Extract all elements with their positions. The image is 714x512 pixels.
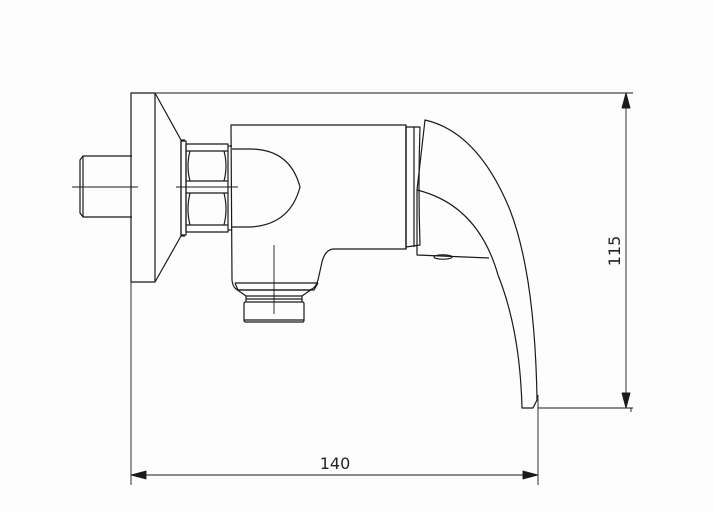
wall-flange [130,92,185,283]
height-dimension-label: 115 [605,236,624,267]
lever-handle [416,119,538,409]
extension-lines [130,92,633,485]
width-dimension-label: 140 [320,454,351,473]
dimension-height [621,92,632,412]
dimension-width [130,470,539,480]
inlet-pipe [72,155,138,218]
faucet-body [230,124,421,291]
hex-nut [176,140,238,236]
outlet-connector [234,245,319,323]
